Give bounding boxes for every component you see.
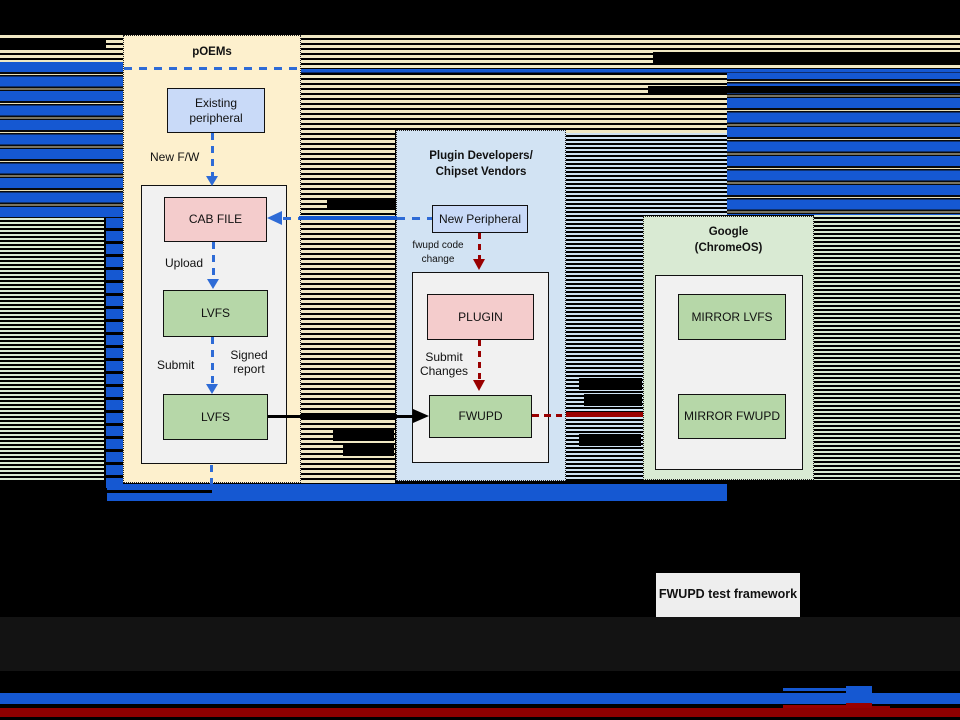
node-fwupd-test-framework-label: FWUPD test framework [658, 587, 798, 602]
glitch-red-notch [872, 706, 890, 710]
glitch-black-bar-5 [333, 429, 394, 441]
node-fwupd-label: FWUPD [458, 409, 503, 423]
glitch-ltblue-above-google [643, 133, 727, 216]
panel-google-title-line1: Google [708, 226, 749, 238]
label-signed-report: Signed report [230, 348, 268, 376]
glitch-stripe-mid-right [566, 35, 727, 133]
glitch-black-bar-4 [327, 198, 395, 208]
glitch-stripe-column-c [301, 35, 395, 483]
panel-plugin-title: Plugin Developers/ Chipset Vendors [397, 149, 565, 180]
glitch-black-bar-7 [579, 378, 642, 390]
node-mirror-lvfs-label: MIRROR LVFS [691, 309, 773, 324]
arrow-lvfs-to-fwupd-head [413, 409, 429, 423]
label-submit: Submit [157, 358, 195, 372]
glitch-blue-line-small [783, 688, 847, 691]
node-lvfs-lower-label: LVFS [200, 409, 231, 424]
glitch-black-bar-3 [648, 86, 960, 93]
node-plugin-label: PLUGIN [458, 309, 503, 324]
glitch-red-bottom-bar [0, 708, 960, 717]
glitch-black-bar-8 [584, 394, 642, 406]
glitch-red-line-small [783, 705, 847, 708]
arrow-fwupd-to-mirror-dash1 [532, 414, 562, 417]
node-lvfs-upper-label: LVFS [200, 306, 231, 320]
glitch-navy-rule [301, 71, 960, 73]
arrow-existing-to-cab-line [211, 133, 214, 177]
glitch-green-left [0, 218, 104, 481]
panel-plugin-title-line2: Chipset Vendors [435, 165, 527, 178]
arrow-newperipheral-to-plugin-line [478, 233, 481, 260]
arrow-lvfs-to-lvfs-line [211, 337, 214, 384]
glitch-stripe-above-plugin [395, 35, 566, 130]
label-submit-changes: Submit Changes [419, 350, 469, 378]
glitch-bar-under-panels-patch [212, 490, 727, 493]
arrow-lvfs-submit-down-line [210, 465, 213, 484]
node-new-peripheral-label: New Peripheral [438, 211, 522, 226]
node-plugin: PLUGIN [427, 294, 534, 340]
label-new-fw: New F/W [150, 150, 200, 164]
glitch-stripe-top-left [0, 35, 123, 62]
arrow-lvfs-to-fwupd-line [268, 415, 415, 418]
glitch-black-bar-9 [579, 434, 641, 446]
arrow-to-cabfile-solid-glitch [299, 216, 397, 220]
poems-divider-dashed-line [124, 67, 300, 70]
arrow-fwupd-to-mirror-solid-glitch [566, 412, 643, 417]
glitch-green-right [814, 215, 960, 480]
bottom-dark-band [0, 617, 960, 671]
glitch-black-bar-1 [0, 40, 106, 48]
panel-plugin-title-line1: Plugin Developers/ [429, 150, 533, 162]
glitch-blue-rule [301, 69, 960, 72]
node-lvfs-upper: LVFS [163, 290, 268, 337]
glitch-blue-bottom-bar [0, 693, 960, 704]
node-mirror-fwupd: MIRROR FWUPD [678, 394, 786, 439]
arrow-lvfs-to-lvfs-head [206, 384, 218, 394]
node-cab-file: CAB FILE [164, 197, 267, 242]
label-fwupd-code-change: fwupd code change [412, 240, 464, 265]
glitch-blueband-right [727, 69, 960, 215]
node-lvfs-lower: LVFS [163, 394, 268, 440]
node-fwupd-test-framework: FWUPD test framework [656, 573, 800, 617]
glitch-black-bar-2 [653, 52, 960, 63]
panel-poems-title: pOEMs [192, 46, 232, 58]
glitch-black-bar-6 [343, 445, 394, 456]
arrow-plugin-to-fwupd-head [473, 380, 485, 391]
panel-google-title-line2: (ChromeOS) [694, 241, 763, 254]
glitch-bar-under-panels-2 [107, 493, 727, 501]
node-mirror-fwupd-label: MIRROR FWUPD [684, 409, 780, 423]
arrow-to-cabfile-dash1 [283, 217, 301, 220]
arrow-newperipheral-to-plugin-head [473, 259, 485, 270]
arrow-existing-to-cab-head [206, 176, 218, 186]
arrow-to-cabfile-dash2 [397, 217, 432, 220]
glitch-bar-under-panels-1 [107, 484, 727, 490]
arrow-cab-to-lvfs-line [212, 242, 215, 280]
arrow-to-cabfile-head [267, 211, 282, 225]
panel-google-title: Google (ChromeOS) [644, 225, 813, 256]
glitch-blueblock-column [106, 218, 123, 490]
node-existing-peripheral: Existing peripheral [167, 88, 265, 133]
arrow-cab-to-lvfs-head [207, 279, 219, 289]
node-fwupd: FWUPD [429, 395, 532, 438]
arrow-plugin-to-fwupd-line [478, 340, 481, 381]
node-new-peripheral: New Peripheral [432, 205, 528, 233]
node-mirror-lvfs: MIRROR LVFS [678, 294, 786, 340]
label-upload: Upload [165, 256, 204, 270]
glitch-ltblue-column-d [566, 133, 643, 481]
node-existing-peripheral-label: Existing peripheral [189, 95, 243, 125]
glitch-blueband-left [0, 62, 123, 218]
node-cab-file-label: CAB FILE [188, 212, 243, 226]
